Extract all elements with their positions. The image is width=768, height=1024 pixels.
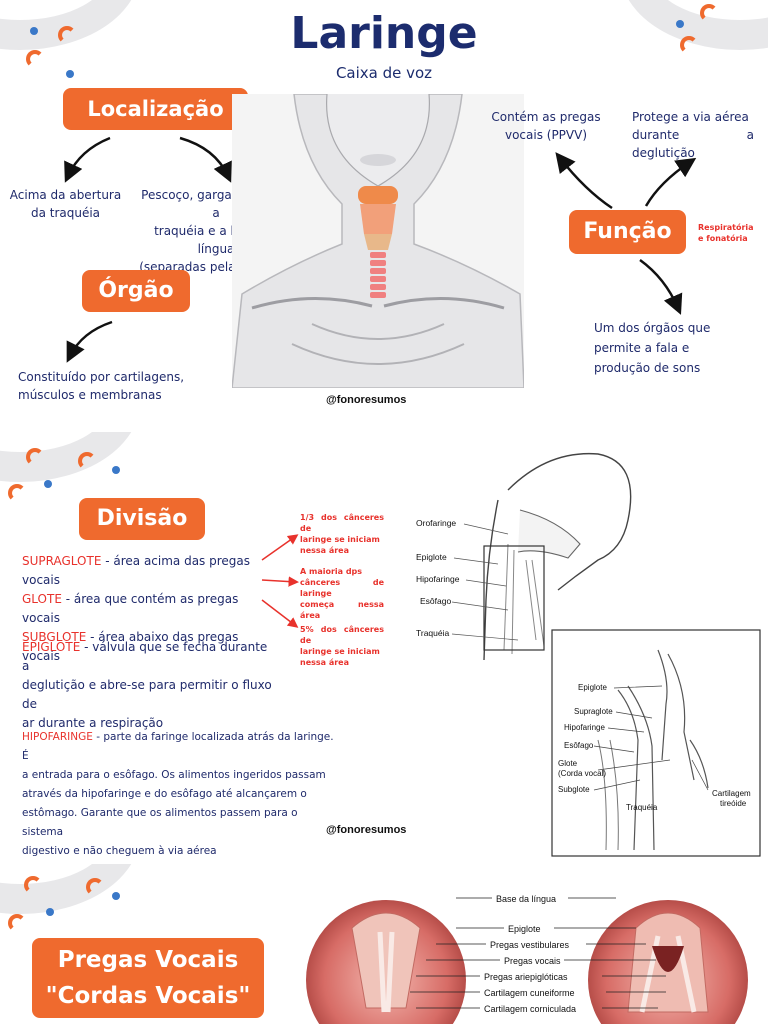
fold-label-pregas-vestibulares: Pregas vestibulares: [490, 940, 570, 950]
glote-item: GLOTE - área que contém as pregas vocais: [22, 592, 239, 625]
laringe-panel: Laringe Caixa de voz Localização Acima d…: [0, 0, 768, 428]
decor-dot: [66, 70, 74, 78]
zoom-label-cartilagem: Cartilagem: [712, 789, 751, 798]
orgao-badge: Órgão: [82, 270, 190, 312]
fold-label-epiglote: Epiglote: [508, 924, 541, 934]
label-hipofaringe: Hipofaringe: [416, 574, 460, 584]
zoom-label-corda-vocal: (Corda vocal): [558, 769, 606, 778]
funcao-top-left-note: Contém as pregas vocais (PPVV): [491, 110, 601, 142]
decor-curl: [8, 914, 26, 932]
cancer-arrows: [261, 534, 299, 628]
label-esofago: Esôfago: [420, 596, 451, 606]
orgao-note: Constituído por cartilagens, músculos e …: [18, 370, 185, 402]
label-traqueia: Traquéia: [416, 628, 450, 638]
page-subtitle: Caixa de voz: [335, 64, 433, 82]
arrow-funcao-left: [555, 152, 613, 210]
funcao-tag: Respiratória e fonatória: [698, 223, 754, 243]
funcao-top-right-note: Protege a via aérea durante a deglutição: [632, 110, 754, 160]
decor-curl: [78, 452, 96, 470]
arrow-right: [179, 136, 232, 183]
decor-curl: [26, 50, 44, 68]
decor-curl: [86, 878, 104, 896]
arrow-orgao: [66, 320, 113, 363]
fold-label-cartilagem-corniculada: Cartilagem corniculada: [484, 1004, 576, 1014]
label-orofaringe: Orofaringe: [416, 518, 456, 528]
zoom-label-supraglote: Supraglote: [574, 707, 613, 716]
arrow-funcao-down: [639, 258, 683, 315]
label-epiglote: Epiglote: [416, 552, 447, 562]
fold-label-cartilagem-cuneiforme: Cartilagem cuneiforme: [484, 988, 575, 998]
decor-curl: [8, 484, 26, 502]
decor-dot: [46, 908, 54, 916]
pregas-vocais-panel: Pregas Vocais "Cordas Vocais" Base da lí…: [0, 864, 768, 1024]
funcao-badge: Função: [569, 210, 686, 254]
localizacao-badge: Localização: [63, 88, 248, 130]
fold-label-base-lingua: Base da língua: [496, 894, 556, 904]
cancer-note-subglote: 5% dos cânceres de laringe se iniciam ne…: [300, 625, 384, 667]
subglote-item: SUBGLOTE - área abaixo das pregas vocais: [22, 630, 239, 663]
arrow-funcao-right: [644, 157, 697, 207]
decor-curl: [24, 876, 42, 894]
cancer-note-supraglote: 1/3 dos cânceres de laringe se iniciam n…: [300, 513, 384, 555]
decor-dot: [44, 480, 52, 488]
decor-dot: [112, 466, 120, 474]
decor-ring: [0, 864, 140, 914]
hipofaringe-note: HIPOFARINGE - parte da faringe localizad…: [22, 731, 334, 857]
author-handle: @fonoresumos: [326, 824, 407, 836]
author-handle: @fonoresumos: [326, 394, 407, 406]
pregas-vocais-badge: Pregas Vocais "Cordas Vocais": [32, 938, 264, 1018]
decor-curl: [700, 4, 718, 22]
larynx-diagram: Orofaringe Epiglote Hipofaringe Esôfago …: [408, 440, 764, 858]
neck-illustration: [232, 94, 524, 388]
divisao-list: SUPRAGLOTE - área acima das pregas vocai…: [22, 552, 272, 666]
epiglote-note: EPIGLOTE - válvula que se fecha durante …: [22, 640, 272, 730]
zoom-label-tireoide: tireóide: [720, 799, 747, 808]
decor-dot: [676, 20, 684, 28]
decor-dot: [30, 27, 38, 35]
funcao-bottom-note: Um dos órgãos que permite a fala e produ…: [594, 321, 711, 375]
arrow-left: [64, 136, 111, 183]
page-title: Laringe: [290, 8, 478, 59]
zoom-label-esofago: Esôfago: [564, 741, 594, 750]
decor-dot: [112, 892, 120, 900]
zoom-label-epiglote: Epiglote: [578, 683, 607, 692]
zoom-label-glote: Glote: [558, 759, 578, 768]
supraglote-item: SUPRAGLOTE - área acima das pregas vocai…: [22, 554, 251, 587]
zoom-label-subglote: Subglote: [558, 785, 590, 794]
cancer-note-glote: A maioria dps cânceres de laringe começa…: [300, 567, 384, 620]
decor-curl: [58, 26, 76, 44]
decor-curl: [680, 36, 698, 54]
localizacao-left-note: Acima da abertura da traquéia: [9, 188, 122, 220]
decor-curl: [26, 448, 44, 466]
fold-label-pregas-ariepigloticas: Pregas ariepiglóticas: [484, 972, 568, 982]
zoom-label-hipofaringe: Hipofaringe: [564, 723, 605, 732]
divisao-badge: Divisão: [79, 498, 205, 540]
divisao-panel: Divisão SUPRAGLOTE - área acima das preg…: [0, 432, 768, 860]
vocal-folds-illustration: Base da língua Epiglote Pregas vestibula…: [306, 894, 748, 1024]
fold-label-pregas-vocais: Pregas vocais: [504, 956, 561, 966]
arrows-layer: [64, 136, 697, 363]
zoom-label-traqueia: Traquéia: [626, 803, 658, 812]
